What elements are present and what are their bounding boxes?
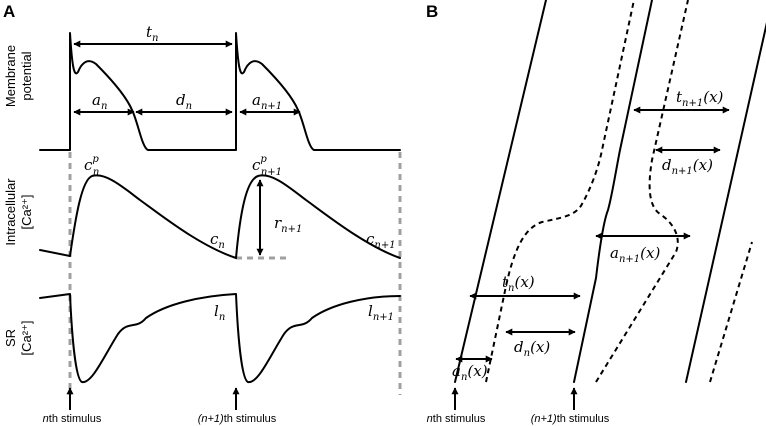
label-d-n1-x: dn+1(x): [662, 156, 713, 177]
label-c-n1: cn+1: [366, 230, 396, 251]
label-t-n: tn: [146, 23, 158, 44]
stimulus-label-n-a: nth stimulus: [43, 413, 102, 425]
label-l-n1: ln+1: [368, 302, 394, 323]
panel-b-label: B: [426, 2, 438, 21]
label-a-n: an: [92, 91, 107, 112]
label-l-n: ln: [214, 302, 225, 323]
membrane-label-line2: potential: [19, 51, 34, 100]
intracellular-ca-trace: [39, 174, 401, 259]
intracellular-label-line2: [Ca²⁺]: [19, 194, 34, 229]
label-c-n: cn: [210, 230, 225, 251]
membrane-potential-trace: [39, 32, 401, 151]
label-a-n-x: an(x): [452, 362, 488, 383]
sr-ca-trace: [39, 293, 401, 383]
intracellular-label-line1: Intracellular: [3, 178, 18, 246]
label-d-n: dn: [176, 91, 192, 112]
sr-label-line2: [Ca²⁺]: [19, 320, 34, 355]
sr-label-line1: SR: [3, 329, 18, 347]
label-a-n1-x: an+1(x): [610, 244, 660, 265]
label-r-n1: rn+1: [274, 214, 302, 235]
waveback-n: [485, 0, 635, 383]
membrane-label-line1: Membrane: [3, 45, 18, 107]
stimulus-label-n1-b: (n+1)th stimulus: [531, 413, 610, 425]
wavefront-n1: [573, 0, 653, 383]
stimulus-label-n-b: nth stimulus: [427, 413, 486, 425]
wavefront-n: [454, 0, 547, 383]
waveback-n1: [595, 0, 689, 383]
label-a-n1: an+1: [252, 91, 282, 112]
panel-a-label: A: [3, 2, 15, 21]
label-t-n-x: tn(x): [502, 273, 535, 294]
wavefront-n1-right: [685, 22, 766, 383]
stimulus-label-n1-a: (n+1)th stimulus: [198, 413, 277, 425]
label-t-n1-x: tn+1(x): [676, 88, 724, 109]
label-d-n-x: dn(x): [514, 338, 550, 359]
waveback-next: [709, 241, 753, 383]
